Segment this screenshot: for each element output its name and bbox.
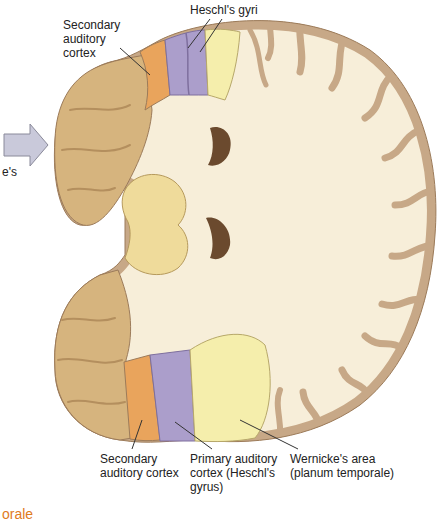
cut-off-label: orale (2, 506, 62, 523)
structure-label: Heschl's gyri (190, 3, 300, 17)
view-arrow (4, 124, 48, 166)
brain-section (54, 12, 437, 442)
structure-label: Primary auditory cortex (Heschl's gyrus) (190, 452, 286, 494)
ventricle (208, 127, 231, 166)
heschls-gyri-area (165, 30, 208, 95)
planum-temporale-area (205, 29, 240, 100)
structure-label: Wernicke's area (planum temporale) (290, 452, 420, 480)
structure-label: Secondary auditory cortex (100, 452, 192, 480)
planum-temporale-area (190, 334, 270, 441)
temporal-gyri (58, 105, 130, 404)
cut-off-label: e's (2, 165, 32, 179)
thalamus (122, 174, 188, 274)
primary-auditory-area (150, 350, 195, 441)
structure-label: Secondary auditory cortex (63, 18, 123, 60)
leader-line (120, 19, 298, 449)
gyrus-divider (186, 33, 189, 95)
ventricle (206, 218, 230, 260)
